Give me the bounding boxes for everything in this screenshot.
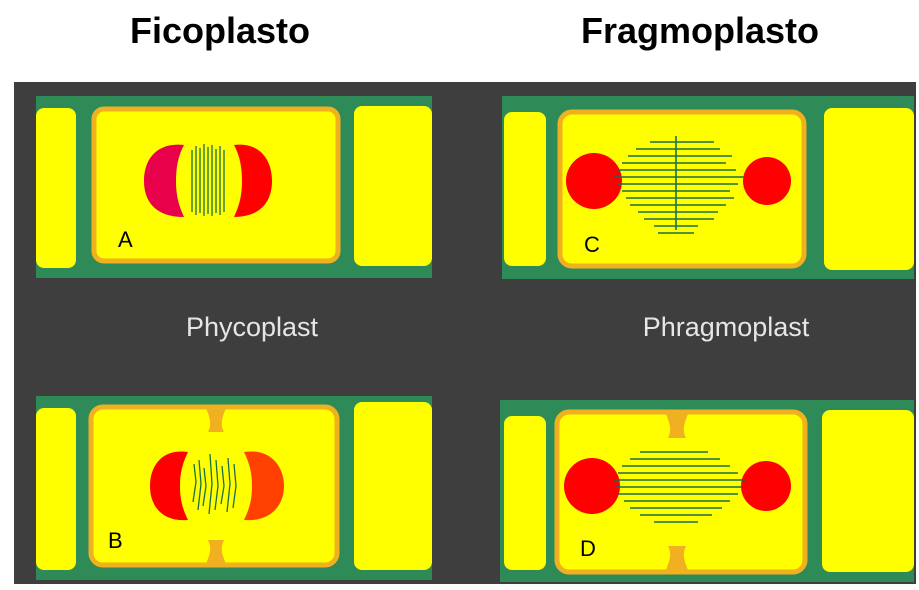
nucleus-right — [741, 461, 791, 511]
ficoplasto-title: Ficoplasto — [60, 6, 380, 56]
adjacent-cell-left — [504, 416, 546, 570]
cell-label: A — [118, 227, 133, 252]
cell-d: D — [500, 400, 914, 582]
cell-label: D — [580, 536, 596, 561]
nucleus-right — [743, 157, 791, 205]
nucleus-left — [564, 458, 620, 514]
adjacent-cell-right — [824, 108, 914, 270]
adjacent-cell-left — [36, 108, 76, 268]
adjacent-cell-right — [822, 410, 914, 572]
phragmoplast-label: Phragmoplast — [643, 312, 810, 342]
cell-label: B — [108, 528, 123, 553]
adjacent-cell-left — [36, 408, 76, 570]
cell-a: A — [36, 96, 432, 278]
fragmoplasto-title: Fragmoplasto — [520, 6, 880, 56]
cell-label: C — [584, 232, 600, 257]
adjacent-cell-right — [354, 402, 432, 570]
phycoplast-label: Phycoplast — [186, 312, 319, 342]
cell-c: C — [502, 96, 914, 279]
adjacent-cell-right — [354, 106, 432, 266]
adjacent-cell-left — [504, 112, 546, 266]
cell-b: B — [36, 396, 432, 580]
cell-division-diagram: A C Phycoplast Phragmoplast — [14, 82, 916, 584]
nucleus-left — [566, 153, 622, 209]
